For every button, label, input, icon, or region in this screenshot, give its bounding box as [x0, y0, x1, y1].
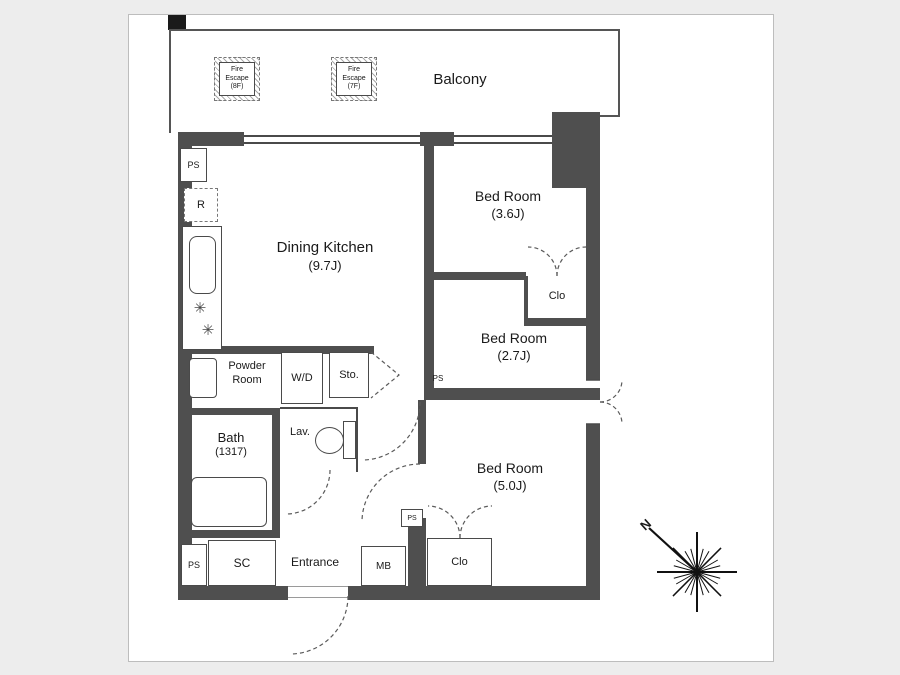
compass-rose	[648, 527, 737, 612]
wall-lav-right	[356, 408, 358, 472]
refrigerator-space: R	[184, 188, 218, 222]
bath-name: Bath	[217, 430, 245, 445]
closet1-door-arc-left	[527, 246, 558, 277]
pipe-shaft-bottom: PS	[181, 544, 207, 586]
entrance-door-arc	[289, 595, 349, 655]
storage-box: Sto.	[329, 352, 369, 398]
pipe-shaft-hall: PS	[401, 509, 423, 527]
bedroom-1-size: (3.6J)	[491, 205, 525, 221]
balcony-rail-left	[169, 29, 171, 133]
corner-marker	[168, 15, 186, 30]
room-label-bedroom-3: Bed Room (5.0J)	[448, 460, 572, 494]
balcony-rail-connector	[600, 115, 620, 117]
wall-bed1-bed2	[434, 272, 526, 280]
wall-hall-right	[408, 524, 426, 600]
stove-burner-icon: ✳	[193, 300, 207, 317]
wall-right-upper	[586, 188, 600, 380]
bathtub	[191, 477, 267, 527]
balcony-rail-top	[169, 29, 620, 31]
washer-dryer-space: W/D	[281, 352, 323, 404]
fire-escape-hatch-7f: Fire Escape (7F)	[331, 57, 377, 101]
closet-2: Clo	[427, 538, 492, 586]
shoe-closet: SC	[208, 540, 276, 586]
service-door-arc-upper	[599, 379, 623, 403]
wall-bottom-left	[178, 586, 288, 600]
closet2-door-arc-right	[459, 505, 493, 539]
storage-folding-door	[370, 351, 400, 399]
lav-door-arc	[285, 469, 331, 515]
dining-kitchen-size: (9.7J)	[308, 257, 342, 273]
bedroom-2-size: (2.7J)	[497, 347, 531, 363]
closet1-door-arc-right	[556, 246, 587, 277]
balcony-label: Balcony	[433, 71, 487, 88]
room-label-lav: Lav.	[290, 426, 310, 438]
room-label-bedroom-1: Bed Room (3.6J)	[448, 188, 568, 222]
meter-box: MB	[361, 546, 406, 586]
bath-size: (1317)	[215, 446, 247, 459]
closet2-door-arc-left	[427, 505, 461, 539]
fire-escape-8f-label: Fire Escape (8F)	[219, 62, 255, 96]
wall-bed3-left	[418, 400, 426, 464]
wall-dk-bedrooms	[424, 140, 434, 272]
bedroom-2-name: Bed Room	[480, 330, 548, 346]
room-label-bath: Bath (1317)	[194, 430, 268, 460]
wall-clo1-bottom	[524, 318, 586, 326]
kitchen-sink	[189, 236, 216, 294]
door-swing-arcs	[285, 246, 623, 655]
wall-clo1-left	[524, 276, 528, 326]
room-label-powder: Powder Room	[228, 360, 266, 386]
wall-bath-right	[272, 408, 280, 538]
service-door-jambs	[586, 379, 600, 425]
window-dk-line1	[244, 135, 422, 137]
service-door-arc-lower	[599, 401, 623, 425]
wall-lav-top	[280, 407, 358, 409]
wall-corner-topright	[552, 112, 600, 188]
window-bed1-line1	[454, 135, 554, 137]
bedroom-3-size: (5.0J)	[493, 477, 527, 493]
wall-bed2-bed3	[424, 388, 600, 400]
dining-kitchen-name: Dining Kitchen	[276, 239, 374, 256]
window-dk-line2	[244, 142, 422, 144]
pipe-shaft-mid-label: PS	[432, 374, 444, 383]
bedroom-3-name: Bed Room	[476, 460, 544, 476]
entrance-threshold-inner	[288, 586, 348, 587]
wall-service-top	[178, 346, 374, 354]
room-label-bedroom-2: Bed Room (2.7J)	[452, 330, 576, 364]
wall-bath-top	[178, 408, 280, 415]
hallway-door-arc	[361, 401, 421, 461]
pipe-shaft-top: PS	[180, 148, 207, 182]
toilet-bowl-icon	[315, 427, 344, 454]
wall-top-a	[178, 132, 244, 146]
stove-burner-icon: ✳	[201, 322, 215, 339]
north-pointer	[648, 527, 698, 573]
balcony-rail-right	[618, 29, 620, 117]
window-bed1-line2	[454, 142, 554, 144]
powder-room-vanity	[189, 358, 217, 398]
fire-escape-7f-label: Fire Escape (7F)	[336, 62, 372, 96]
closet-1-label: Clo	[548, 290, 566, 302]
entrance-threshold-outer	[288, 597, 348, 598]
wall-bed2-left	[424, 272, 434, 388]
wall-bath-bottom	[178, 530, 280, 538]
bedroom3-door-arc	[361, 463, 421, 523]
room-label-entrance: Entrance	[290, 555, 340, 569]
fire-escape-hatch-8f: Fire Escape (8F)	[214, 57, 260, 101]
wall-right-lower	[586, 424, 600, 600]
room-label-dining-kitchen: Dining Kitchen (9.7J)	[240, 239, 410, 274]
bedroom-1-name: Bed Room	[474, 188, 542, 204]
